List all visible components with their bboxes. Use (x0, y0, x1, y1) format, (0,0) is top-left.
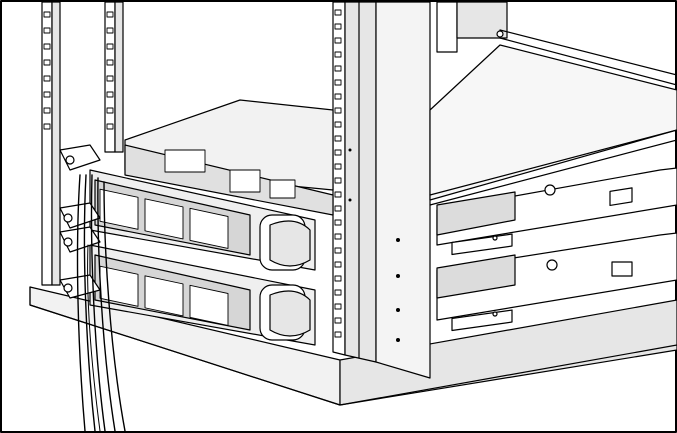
cable-management-arm-upper (89, 169, 316, 271)
server-chassis-right (429, 44, 677, 332)
left-rear-rack-post (41, 1, 124, 286)
rack-floor-slab (29, 286, 677, 406)
power-button-icon (544, 184, 556, 196)
front-vent-upper (436, 191, 516, 236)
left-rail-brackets (59, 144, 101, 299)
front-rack-post (332, 1, 431, 379)
power-button-icon-2 (546, 259, 558, 271)
right-rear-rack-post (436, 1, 677, 86)
cable-management-arm-lower (89, 244, 316, 346)
cable-bundle (76, 174, 126, 432)
server-chassis-rear-top (124, 99, 334, 216)
front-vent-lower (436, 254, 516, 299)
